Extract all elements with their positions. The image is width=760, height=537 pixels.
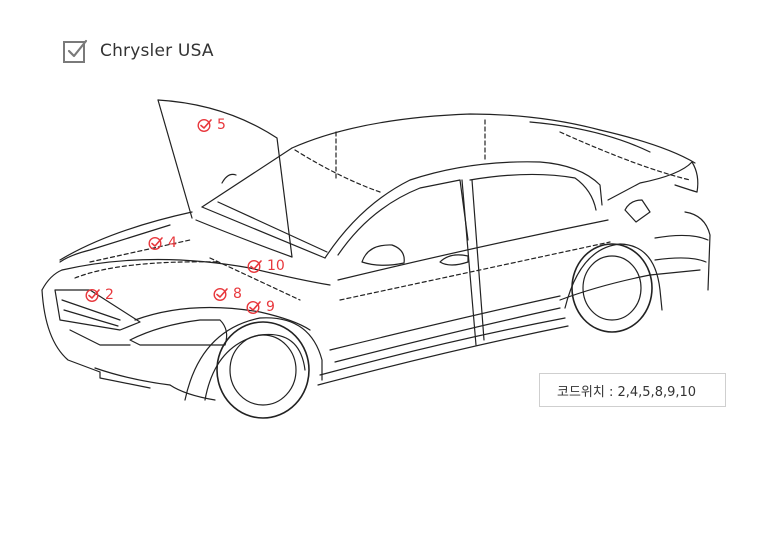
marker-number: 2 <box>105 287 114 303</box>
code-location-label: 코드위치 : 2,4,5,8,9,10 <box>557 384 697 400</box>
marker-4: 4 <box>148 235 177 251</box>
check-circle-icon <box>247 258 263 274</box>
marker-number: 8 <box>233 286 242 302</box>
page-header: Chrysler USA <box>62 37 214 65</box>
check-circle-icon <box>85 287 101 303</box>
marker-2: 2 <box>85 287 114 303</box>
marker-8: 8 <box>213 286 242 302</box>
checkbox-checked-icon <box>62 38 88 64</box>
marker-9: 9 <box>246 299 275 315</box>
check-circle-icon <box>197 117 213 133</box>
code-location-box: 코드위치 : 2,4,5,8,9,10 <box>539 373 726 407</box>
check-circle-icon <box>246 299 262 315</box>
check-circle-icon <box>148 235 164 251</box>
marker-number: 9 <box>266 299 275 315</box>
marker-5: 5 <box>197 117 226 133</box>
check-circle-icon <box>213 286 229 302</box>
marker-number: 4 <box>168 235 177 251</box>
marker-10: 10 <box>247 258 285 274</box>
page-title: Chrysler USA <box>100 41 214 61</box>
marker-number: 10 <box>267 258 285 274</box>
marker-number: 5 <box>217 117 226 133</box>
